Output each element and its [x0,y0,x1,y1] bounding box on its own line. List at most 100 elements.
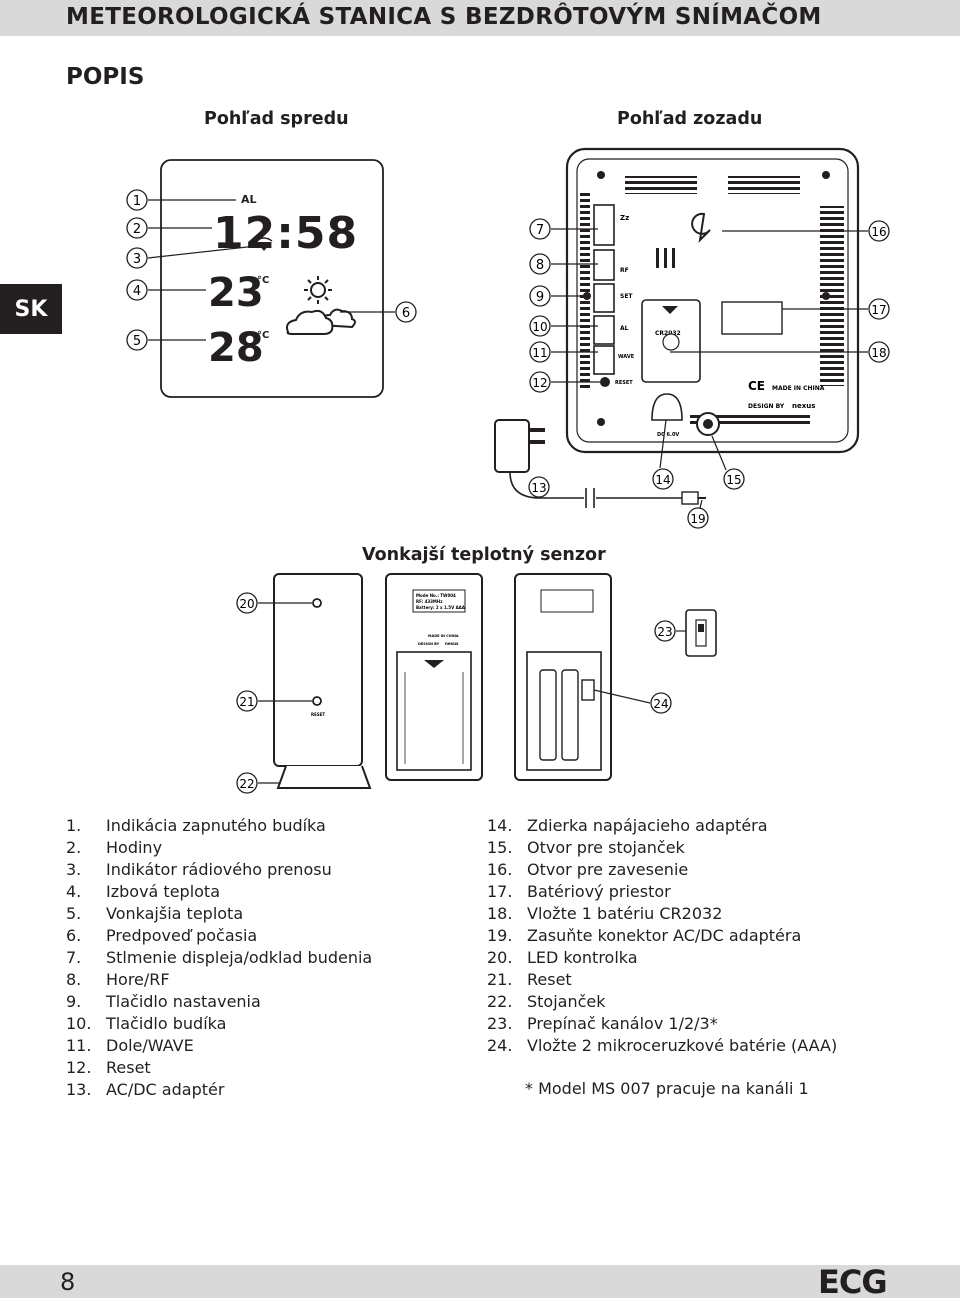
document-title: METEOROLOGICKÁ STANICA S BEZDRÔTOVÝM SNÍ… [66,4,822,30]
callout-12: 12 [529,371,551,393]
sun-icon [304,276,332,304]
callout-14: 14 [652,468,674,490]
ac-dc-adapter [494,419,706,508]
svg-text:21: 21 [239,695,254,709]
callout-8: 8 [529,253,551,275]
sensor-back-open [514,573,717,781]
legend-item: 14.Zdierka napájacieho adaptéra [487,816,768,835]
footnote: * Model MS 007 pracuje na kanáli 1 [525,1079,809,1098]
sensor-reset-label: RESET [311,712,325,717]
sensor-back-closed: Mode No.: TW004 RF: 433MHz Battery: 2 x … [385,573,483,781]
label-al: AL [620,325,629,332]
legend-item: 24.Vložte 2 mikroceruzkové batérie (AAA) [487,1036,838,1055]
svg-text:17: 17 [871,303,886,317]
aaa-battery-1 [539,669,557,761]
sensor-brand-logo: nexus [445,641,459,646]
footer-bar [0,1265,960,1298]
legend-item: 19.Zasuňte konektor AC/DC adaptéra [487,926,802,945]
product-diagram: AL 12:58 23 °C 28 °C 1 [126,147,890,794]
legend-item: 16.Otvor pre zavesenie [487,860,689,879]
callout-3: 3 [126,247,148,269]
sensor-made-in: MADE IN CHINA [428,634,459,638]
aaa-battery-2 [561,669,579,761]
header-bar [0,0,960,36]
sensor-heading: Vonkajší teplotný senzor [362,545,606,565]
sensor-design-by: DESIGN BY [418,642,440,646]
svg-text:8: 8 [536,258,544,273]
label-wave: WAVE [618,354,635,360]
svg-text:9: 9 [536,290,544,305]
legend-item: 18.Vložte 1 batériu CR2032 [487,904,723,923]
front-callouts [147,199,395,341]
label-area [721,301,783,335]
front-panel [160,159,384,398]
callout-13: 13 [528,476,550,498]
section-title: POPIS [66,64,145,90]
callout-17: 17 [868,298,890,320]
callout-24: 24 [650,692,672,714]
top-vents-left [625,176,697,194]
sensor-stand [276,765,372,789]
callout-1: 1 [126,189,148,211]
legend-item: 10.Tlačidlo budíka [66,1014,227,1033]
left-vents [580,190,590,390]
back-view: Zz RF SET AL WAVE RESET CR2032 MADE IN C… [494,147,890,529]
bottom-vents [690,412,810,426]
svg-text:6: 6 [402,306,410,321]
back-buttons [593,204,615,387]
top-vents-right [728,176,800,194]
outdoor-temperature: 28 [208,325,264,371]
callout-16: 16 [868,220,890,242]
callout-6: 6 [395,301,417,323]
legend-left: 1.Indikácia zapnutého budíka 2.Hodiny 3.… [66,815,372,1101]
svg-text:16: 16 [871,225,886,239]
sensor-callout-leaders [258,602,686,784]
svg-text:15: 15 [726,473,741,487]
svg-text:1: 1 [133,194,141,209]
sensor-model-label: Mode No.: TW004 [416,593,456,598]
svg-text:5: 5 [133,334,141,349]
svg-text:10: 10 [532,320,547,334]
callout-2: 2 [126,217,148,239]
sensor-front: RESET [273,573,372,789]
legend-item: 21.Reset [487,970,572,989]
radio-signal-icon [255,237,273,251]
battery-door [396,651,472,771]
svg-text:7: 7 [536,223,544,238]
callout-11: 11 [529,341,551,363]
sensor-battery-label: Battery: 2 x 1.5V AAA [416,605,466,610]
callout-19: 19 [687,507,709,529]
callout-4: 4 [126,279,148,301]
back-housing [565,147,860,454]
svg-text:24: 24 [653,697,668,711]
back-callout-leaders [551,228,868,509]
front-view-heading: Pohľad spredu [204,109,349,129]
svg-text:3: 3 [133,252,141,267]
stand-slot [651,393,683,421]
callout-18: 18 [868,341,890,363]
callout-15: 15 [723,468,745,490]
ce-mark: CE [748,379,765,393]
led-indicator [312,598,322,608]
front-view: AL 12:58 23 °C 28 °C 1 [126,159,417,398]
legend-item: 7.Stlmenie displeja/odklad budenia [66,948,373,967]
legend-item: 12.Reset [66,1058,151,1077]
made-in-china: MADE IN CHINA [772,385,825,392]
svg-text:19: 19 [690,512,705,526]
battery-type: CR2032 [655,330,681,337]
sensor-rf-label: RF: 433MHz [416,599,443,604]
legend-item: 23.Prepínač kanálov 1/2/3* [487,1014,718,1033]
legend-item: 1.Indikácia zapnutého budíka [66,816,326,835]
svg-text:14: 14 [655,473,670,487]
legend-item: 13.AC/DC adaptér [66,1080,225,1099]
back-view-heading: Pohľad zozadu [617,109,763,129]
callout-10: 10 [529,315,551,337]
hanging-hole [691,212,711,243]
label-set: SET [620,293,633,300]
legend-item: 9.Tlačidlo nastavenia [66,992,261,1011]
callout-20: 20 [236,592,258,614]
brand-logo: nexus [792,402,815,410]
legend-item: 17.Batériový priestor [487,882,671,901]
legend-item: 3.Indikátor rádiového prenosu [66,860,332,879]
svg-text:11: 11 [532,346,547,360]
